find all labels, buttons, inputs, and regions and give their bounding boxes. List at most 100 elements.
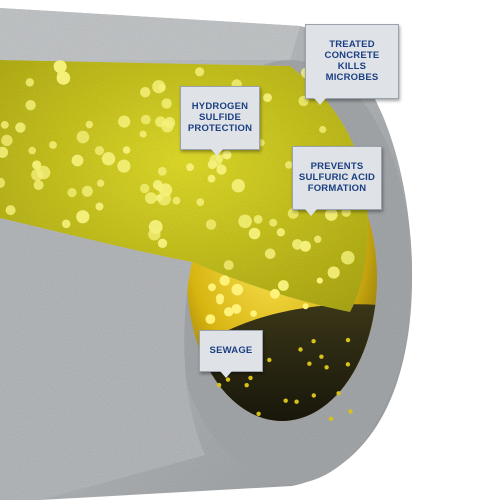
gas-bubble [172,196,181,205]
gas-bubble [238,214,252,229]
gas-bubble [32,160,42,170]
gas-bubble [285,161,293,169]
gas-bubble [319,125,327,134]
sewage-particle [328,416,334,421]
callout-treated-text: TREATED CONCRETE KILLS MICROBES [324,39,380,83]
gas-bubble [205,314,216,324]
gas-bubble [145,192,157,205]
gas-bubble [287,208,299,219]
gas-bubble [270,288,280,299]
gas-bubble [25,100,36,111]
gas-bubble [140,87,151,98]
sewage-particle [244,383,249,388]
gas-bubble [325,208,338,221]
gas-bubble [207,174,216,183]
sewage-particle [283,398,288,403]
pipe-lower-wall [0,218,205,500]
gas-bubble [231,283,244,296]
gas-bubble [223,260,234,271]
sewage-dots [216,337,353,421]
gas-bubble [148,228,161,241]
gas-bubble [224,307,234,317]
callout-pointer [211,149,223,156]
callout-prevents-acid: PREVENTS SULFURIC ACID FORMATION [292,146,382,216]
gas-bubble [253,215,263,224]
sewage-particle [248,375,253,381]
sewage-particle [307,361,312,366]
gas-bubble [0,177,6,188]
gas-bubble [76,210,90,224]
gas-bubble [157,238,168,248]
sewage-particle [294,399,299,404]
gas-bubble [219,275,230,286]
gas-bubble [0,121,9,129]
gas-bubble [139,130,147,138]
gas-bubble [264,248,276,260]
sewage-particle [324,365,329,370]
gas-bubble [263,93,272,102]
gas-bubble [205,219,217,230]
gas-bubble [215,154,224,162]
gas-bubble [216,164,227,175]
gas-bubble [61,219,71,229]
gas-bubble [161,120,174,133]
gas-bubble [53,60,67,74]
gas-bubble [152,80,166,94]
gas-bubble [195,67,205,77]
sewage-particle [345,337,351,343]
gas-bubble [117,159,131,173]
sewage-particle [336,391,341,396]
sewage-particle [311,393,316,398]
gas-bubble [155,194,164,202]
gas-bubble [299,240,311,252]
gas-bubble [96,179,105,187]
callout-pointer [220,371,232,378]
sewage-particle [216,382,222,388]
gas-bubble [76,130,90,144]
gas-bubble [159,183,173,197]
gas-bubble [157,167,167,176]
gas-bubble [122,146,131,154]
gas-bubble [140,114,151,125]
gas-bubble [15,122,26,133]
gas-bubble [278,280,289,291]
gas-bubble [231,304,242,314]
callout-h2s-text: HYDROGEN SULFIDE PROTECTION [187,101,253,134]
sewage-particle [319,354,324,359]
gas-bubble [33,180,44,191]
gas-bubble [81,185,93,197]
gas-bubble [341,250,355,265]
gas-bubble [196,198,205,207]
sewage-particle [267,357,272,363]
gas-bubble [248,227,261,240]
gas-bubble [1,134,13,147]
callout-hydrogen-sulfide: HYDROGEN SULFIDE PROTECTION [180,86,260,156]
gas-bubble [186,163,195,172]
gas-bubble [25,78,34,87]
sewage-particle [225,377,231,382]
gas-bubble [161,98,172,109]
sewage-particle [348,409,353,414]
gas-bubble [316,277,323,284]
gas-bubble [118,115,131,128]
gas-bubble [327,266,340,279]
gas-bubble [269,218,278,227]
callout-sewage-text: SEWAGE [209,345,253,356]
gas-bubble [94,146,104,156]
pipe-top-cut [0,8,300,60]
gas-bubble [31,168,44,181]
gas-bubble [216,297,224,305]
gas-bubble [49,141,57,149]
gas-bubble [28,146,36,155]
sewage-particle [298,347,303,352]
callout-treated-concrete: TREATED CONCRETE KILLS MICROBES [305,24,399,105]
gas-bubble [5,205,16,216]
gas-bubble [250,310,257,317]
callout-prevents-text: PREVENTS SULFURIC ACID FORMATION [298,161,376,194]
gas-bubble [222,150,232,160]
gas-bubble [85,120,94,129]
callout-pointer [305,209,317,216]
gas-bubble [140,183,150,194]
